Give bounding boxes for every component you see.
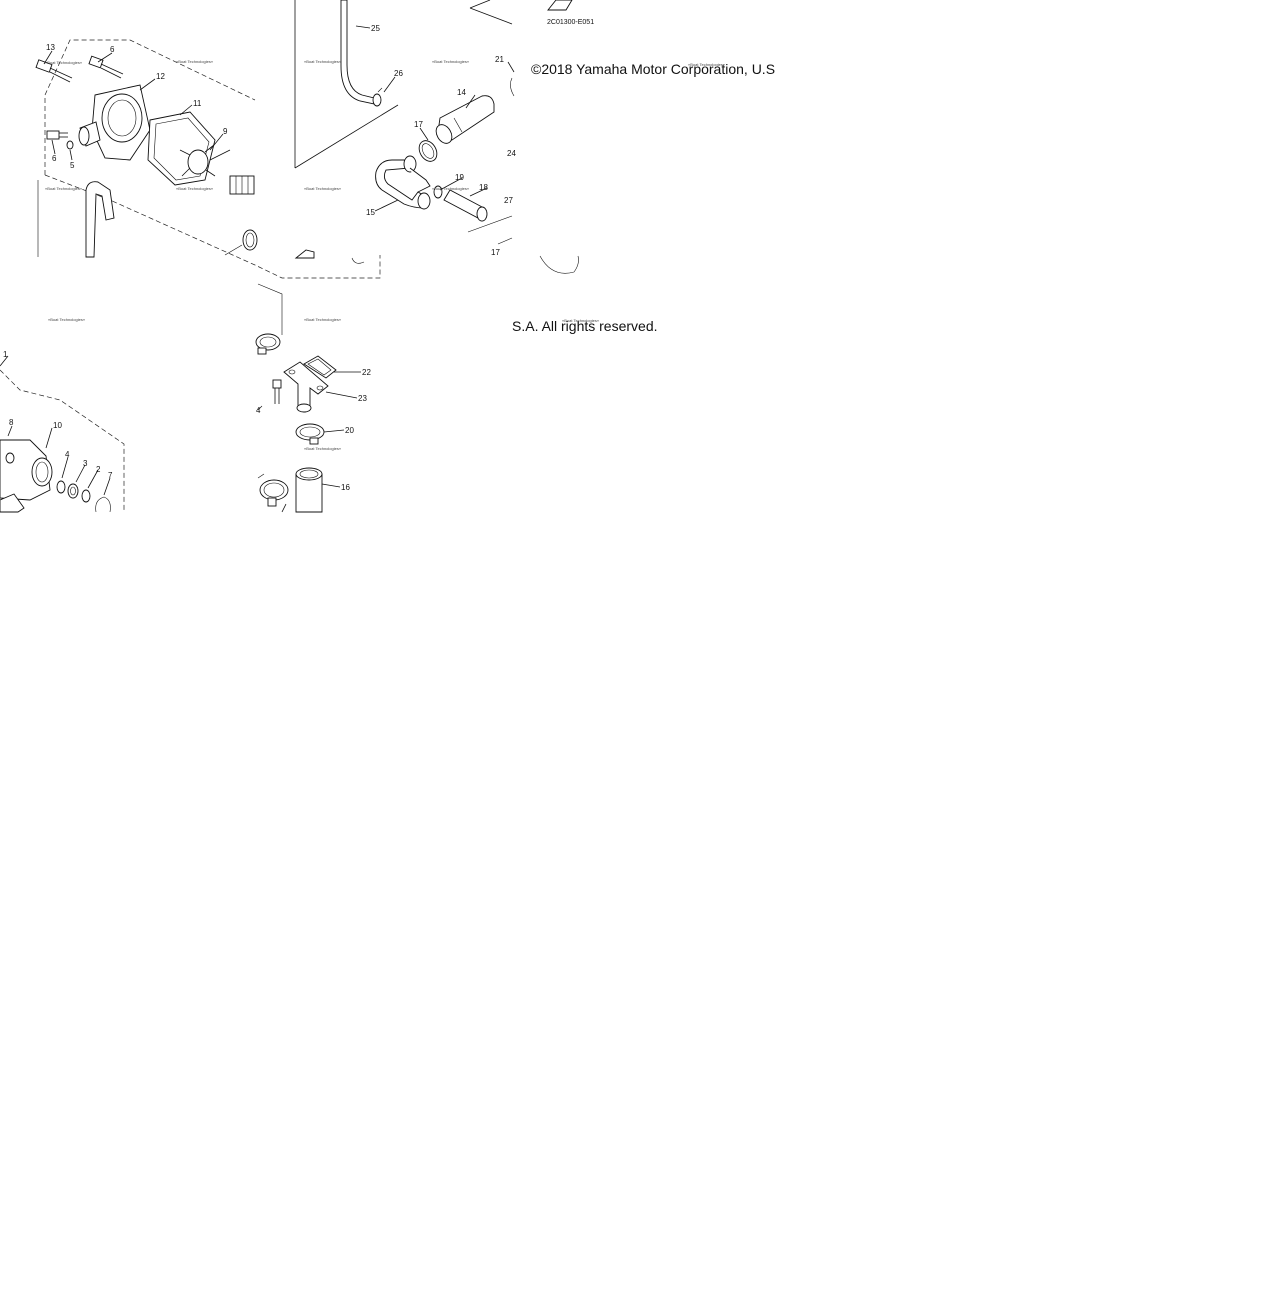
pump-cover-12 bbox=[78, 84, 151, 161]
tile-hose-assembly: 21 14 17 24 19 18 27 15 17 «Boat Technol… bbox=[366, 0, 579, 274]
bolt-6-top bbox=[88, 55, 124, 79]
thermostat-housing-23 bbox=[283, 361, 329, 413]
clamp-20 bbox=[295, 423, 325, 445]
callout-26: 26 bbox=[394, 69, 403, 78]
panel-edge bbox=[257, 283, 283, 335]
callout-7: 7 bbox=[108, 471, 113, 480]
callout-17-lower: 17 bbox=[491, 248, 500, 257]
fwd-arrow-icon bbox=[294, 249, 315, 259]
clamp-19 bbox=[433, 185, 443, 199]
hose-fragment-right bbox=[539, 255, 579, 274]
clamp-26 bbox=[372, 87, 383, 107]
seal-4 bbox=[56, 480, 66, 494]
hose-14 bbox=[435, 95, 495, 144]
o-ring bbox=[242, 229, 258, 251]
callout-18: 18 bbox=[479, 183, 488, 192]
callout-23: 23 bbox=[358, 394, 367, 403]
watermark: «Boat Technologies» bbox=[562, 318, 600, 323]
bolt-13 bbox=[35, 59, 73, 83]
drawing-code: 2C01300-E051 bbox=[547, 19, 594, 26]
hose-fragment bbox=[351, 257, 365, 264]
washer-5 bbox=[66, 140, 74, 150]
copyright-line-1: ©2018 Yamaha Motor Corporation, U.S bbox=[531, 61, 775, 77]
watermark: «Boat Technologies» bbox=[176, 186, 214, 191]
washer-2 bbox=[81, 489, 91, 503]
callout-21: 21 bbox=[495, 55, 504, 64]
callout-3: 3 bbox=[83, 459, 88, 468]
callout-1: 1 bbox=[3, 350, 8, 359]
callout-22: 22 bbox=[362, 368, 371, 377]
watermark: «Boat Technologies» bbox=[304, 446, 342, 451]
pump-housing-10 bbox=[0, 439, 53, 513]
callout-20: 20 bbox=[345, 426, 354, 435]
watermark: «Boat Technologies» bbox=[48, 317, 86, 322]
watermark: «Boat Technologies» bbox=[688, 62, 726, 67]
pump-shaft bbox=[229, 175, 255, 195]
watermark: «Boat Technologies» bbox=[304, 59, 342, 64]
hose-left bbox=[85, 181, 115, 258]
callout-6-left: 6 bbox=[52, 154, 57, 163]
watermark: «Boat Technologies» bbox=[304, 186, 342, 191]
hose-clamp-lower bbox=[257, 473, 289, 507]
tile-pump-cover: 13 6 12 11 9 6 5 «Boat Technologies» «Bo… bbox=[35, 39, 381, 279]
callout-4-bolt: 4 bbox=[256, 406, 261, 415]
callout-19: 19 bbox=[455, 173, 464, 182]
bolt-4 bbox=[257, 379, 282, 411]
callout-13: 13 bbox=[46, 43, 55, 52]
copyright-line-2: S.A. All rights reserved. bbox=[512, 318, 658, 334]
callout-8: 8 bbox=[9, 418, 14, 427]
pipe-15 bbox=[375, 155, 431, 210]
fwd-arrow-icon bbox=[547, 0, 573, 11]
gasket-11 bbox=[147, 111, 216, 186]
watermark: «Boat Technologies» bbox=[45, 186, 83, 191]
callout-24: 24 bbox=[507, 149, 516, 158]
watermark: «Boat Technologies» bbox=[176, 59, 214, 64]
watermark: «Boat Technologies» bbox=[432, 59, 470, 64]
hose-16 bbox=[295, 467, 323, 513]
watermark: «Boat Technologies» bbox=[45, 60, 83, 65]
callout-17: 17 bbox=[414, 120, 423, 129]
tile-thermostat: 22 23 20 16 4 «Boat Technologies» «Boat … bbox=[255, 283, 371, 513]
bolt-6-left bbox=[46, 130, 68, 140]
callout-4: 4 bbox=[65, 450, 70, 459]
callout-6: 6 bbox=[110, 45, 115, 54]
callout-10: 10 bbox=[53, 421, 62, 430]
callout-2: 2 bbox=[96, 465, 101, 474]
callout-11: 11 bbox=[193, 99, 202, 108]
pipe-fragment bbox=[510, 77, 515, 97]
callout-12: 12 bbox=[156, 72, 165, 81]
tile-hose-25: 25 26 «Boat Technologies» «Boat Technolo… bbox=[294, 0, 403, 264]
callout-16: 16 bbox=[341, 483, 350, 492]
callout-25: 25 bbox=[371, 24, 380, 33]
seal-3 bbox=[67, 483, 79, 499]
callout-5: 5 bbox=[70, 161, 75, 170]
callout-15: 15 bbox=[366, 208, 375, 217]
callout-9: 9 bbox=[223, 127, 228, 136]
tile-pump-housing: 1 8 10 4 3 2 7 «Boat Technologies» bbox=[0, 317, 125, 513]
callout-27: 27 bbox=[504, 196, 513, 205]
hose-18 bbox=[443, 189, 488, 222]
tile-title-block: 2C01300-E051 ©2018 Yamaha Motor Corporat… bbox=[512, 0, 775, 334]
hose-25 bbox=[340, 0, 375, 105]
clamp-17 bbox=[418, 140, 438, 162]
leader-17b bbox=[497, 237, 513, 245]
o-ring-7 bbox=[95, 496, 111, 513]
watermark: «Boat Technologies» bbox=[432, 186, 470, 191]
impeller-9 bbox=[179, 144, 231, 177]
callout-14: 14 bbox=[457, 88, 466, 97]
hose-clamp bbox=[255, 333, 281, 355]
watermark: «Boat Technologies» bbox=[304, 317, 342, 322]
